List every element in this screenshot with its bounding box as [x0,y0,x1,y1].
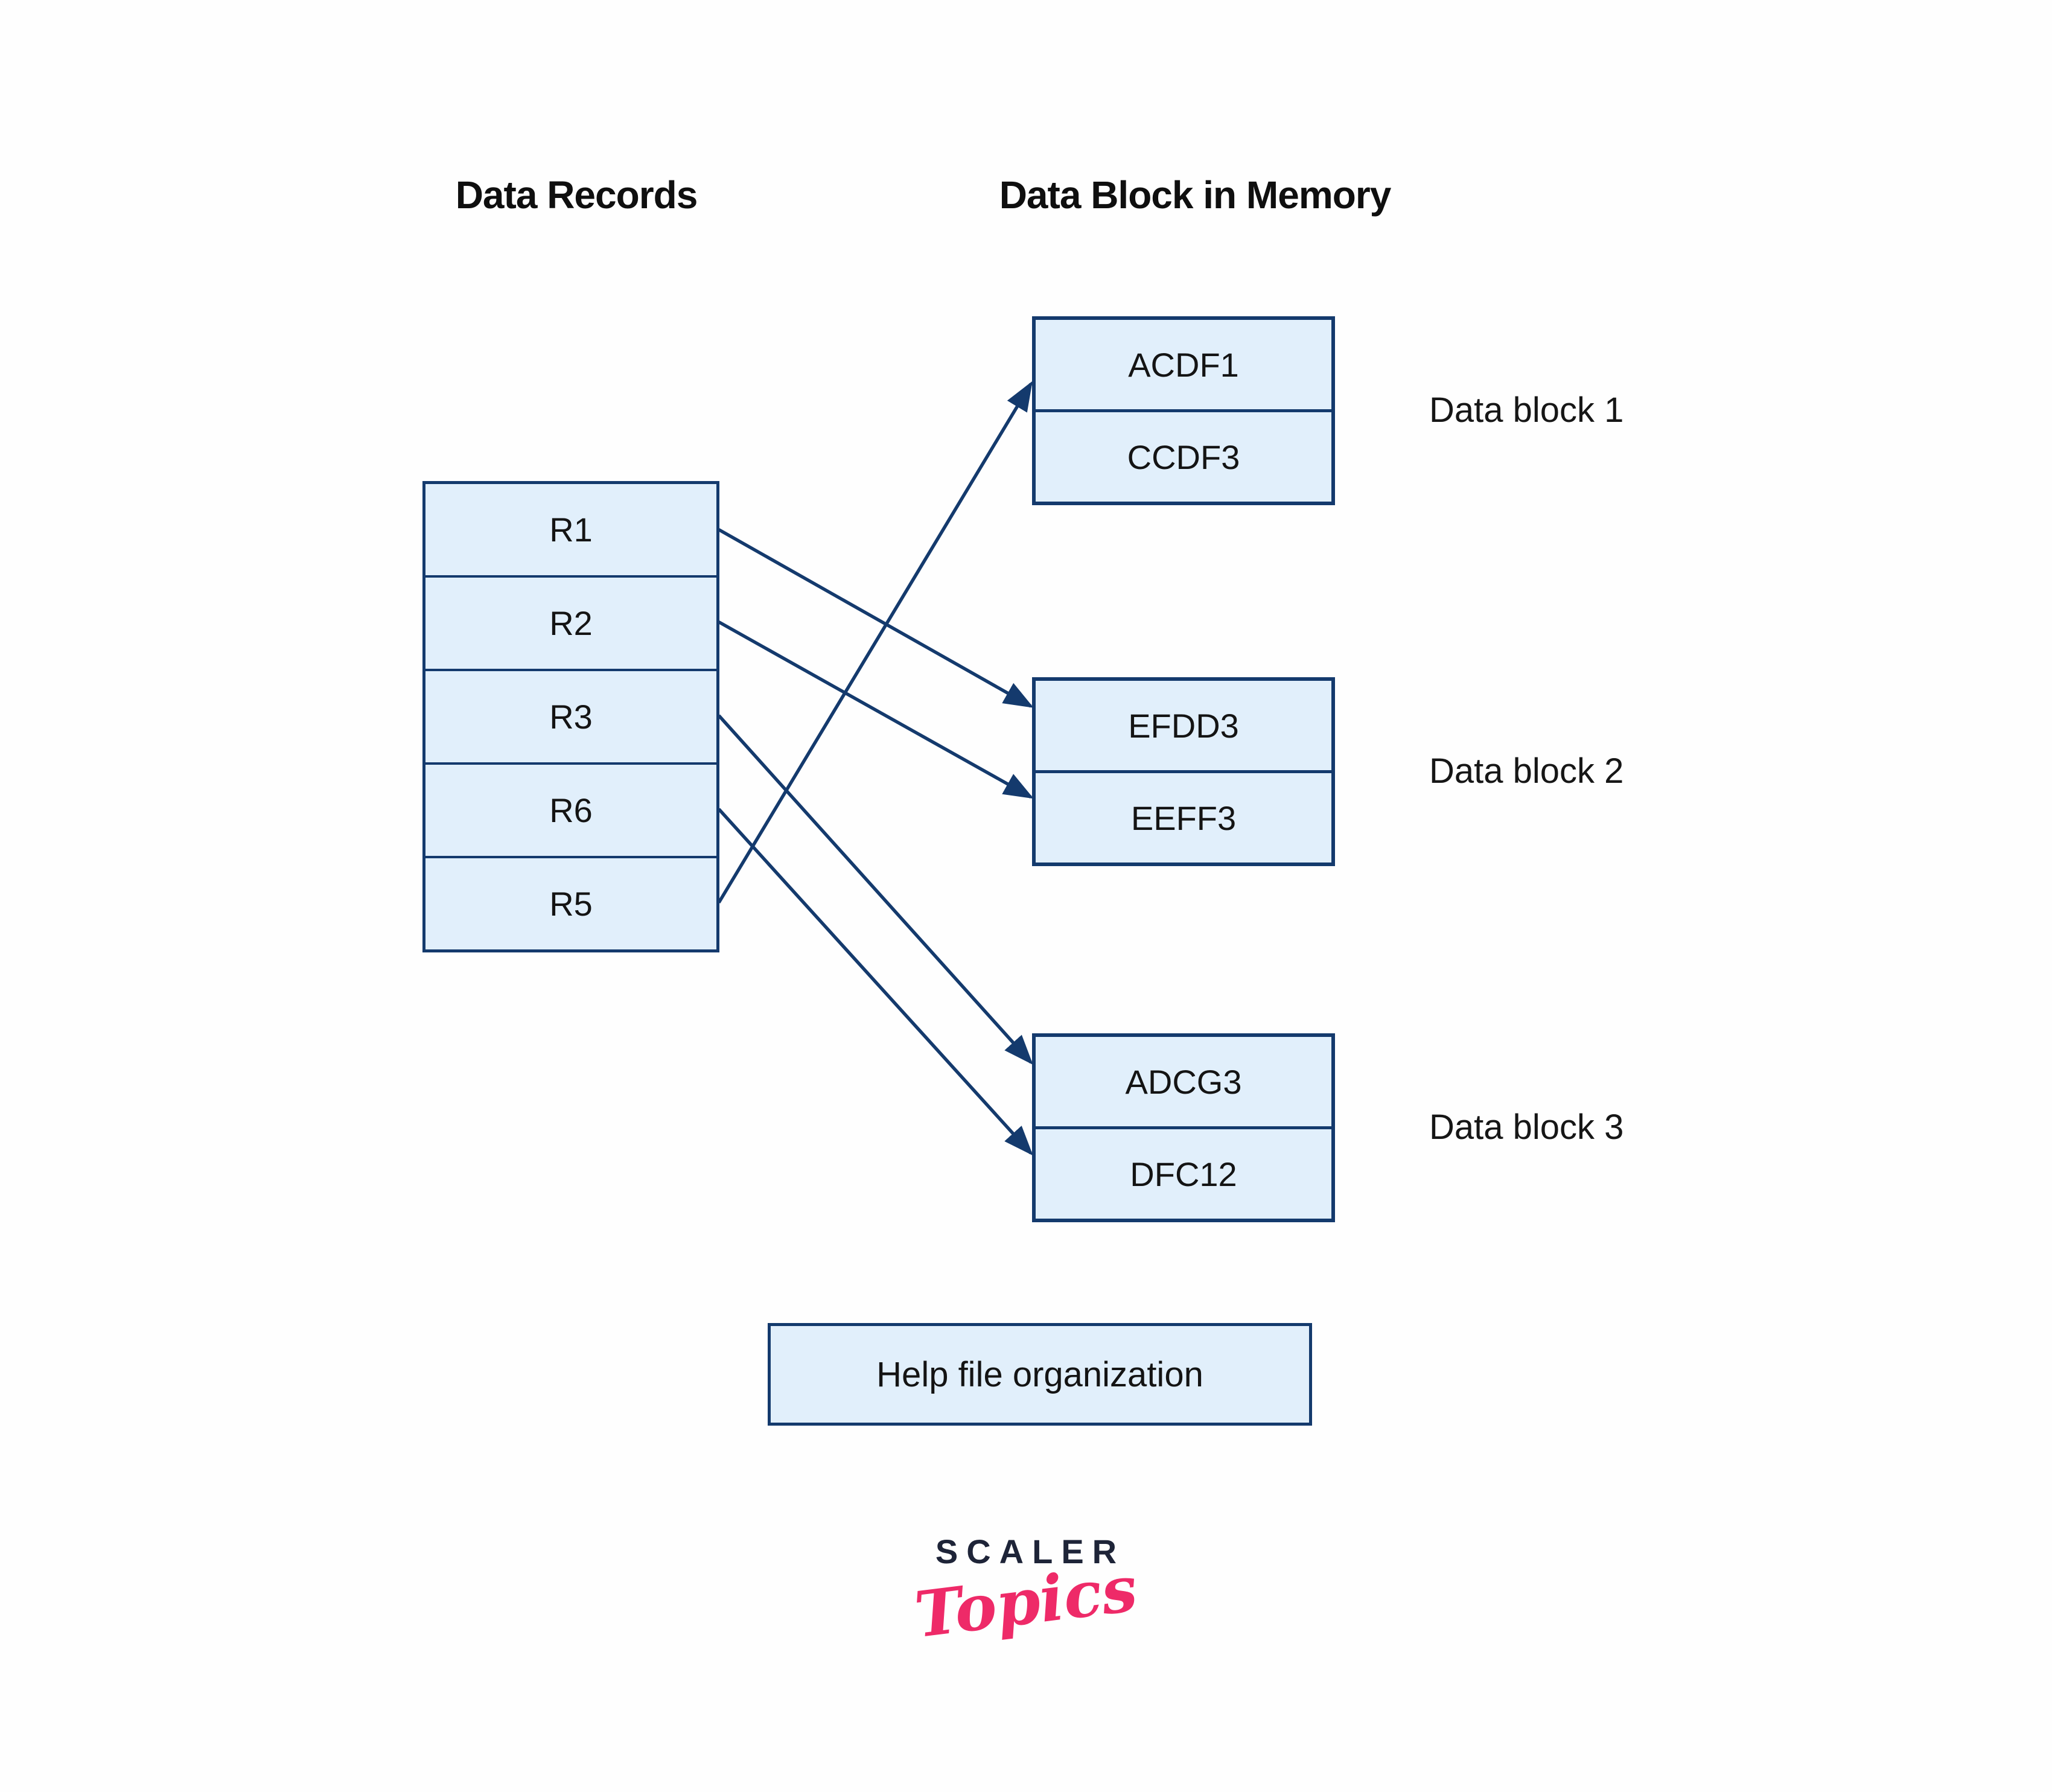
scaler-topics-logo: SCALER Topics [875,1532,1177,1652]
arrow-r5-to-acdf1 [717,381,1033,904]
caption-box: Help file organization [768,1323,1312,1426]
arrow-r3-to-adcg3 [717,714,1033,1065]
arrow-r2-to-eeff3 [718,620,1034,799]
block-2-cell-1: EFDD3 [1128,706,1239,745]
arrow-r6-to-dfc12 [717,808,1033,1156]
logo-brand-text: SCALER [935,1532,1126,1570]
block-2-cell-2: EEFF3 [1036,770,1331,863]
data-records-box: R1 R2 R3 R6 R5 [422,481,719,952]
data-block-3-box: ADCG3 DFC12 [1032,1033,1335,1222]
block-3-cell-2: DFC12 [1036,1126,1331,1219]
record-row-r6: R6 [425,762,716,856]
left-column-title: Data Records [455,173,698,217]
data-block-2-label: Data block 2 [1429,751,1624,791]
record-row-r3: R3 [425,669,716,762]
block-1-cell-1: ACDF1 [1128,345,1239,384]
data-block-1-label: Data block 1 [1429,391,1624,430]
data-block-1-box: ACDF1 CCDF3 [1032,316,1335,505]
record-row-r1: R1 [549,511,593,549]
record-row-r5: R5 [425,856,716,949]
right-column-title: Data Block in Memory [999,173,1392,217]
arrow-r1-to-efdd3 [718,528,1034,708]
data-block-2-box: EFDD3 EEFF3 [1032,677,1335,866]
block-3-cell-1: ADCG3 [1125,1062,1242,1101]
caption-text: Help file organization [876,1354,1203,1394]
data-block-3-label: Data block 3 [1429,1108,1624,1147]
block-1-cell-2: CCDF3 [1036,409,1331,502]
record-row-r2: R2 [425,575,716,669]
